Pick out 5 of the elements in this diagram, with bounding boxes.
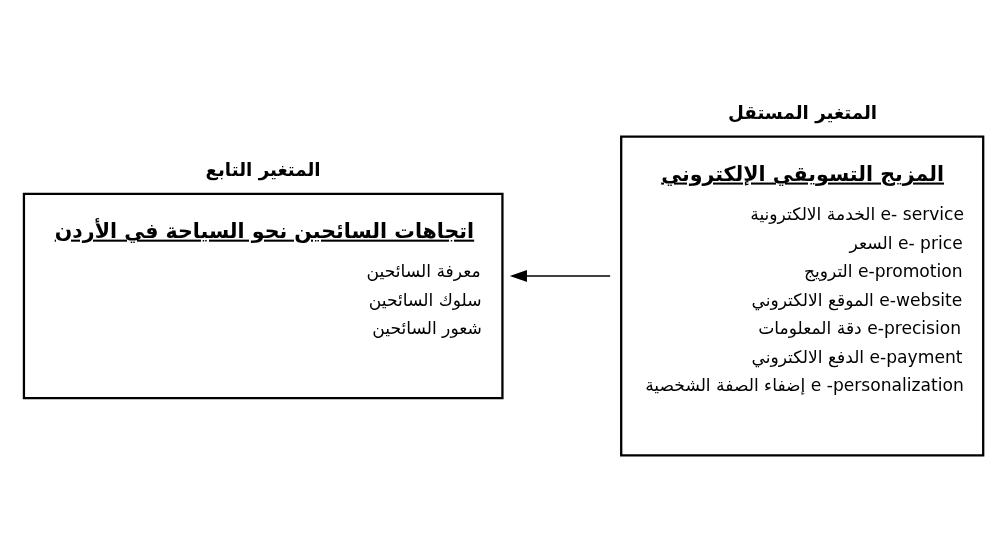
node-box: المزيج التسويقي الإلكتروني الخدمة الالكترونية e- service السعر e- price الترويج e-promotion الموقع الالكتروني e-website دقة المعلومات e-precision الدفع الالكتروني e-payment إضفاء الصفة الشخصية e -personalization xyxy=(620,135,985,456)
node-box: اتجاهات السائحين نحو السياحة في الأردن معرفة السائحين سلوك السائحين شعور السائحين xyxy=(22,192,504,399)
node-label: المتغير التابع xyxy=(205,158,321,180)
arrow xyxy=(509,269,611,282)
node-label: المتغير المستقل xyxy=(727,101,878,123)
